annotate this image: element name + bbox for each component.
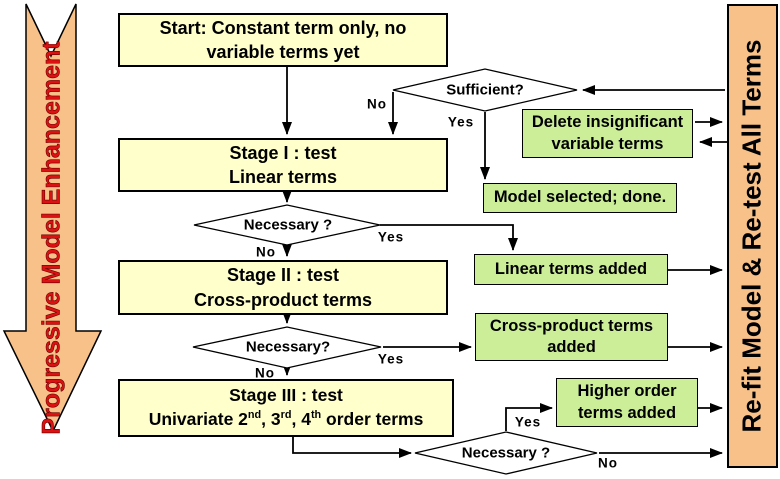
label-necessary2-no: No [255, 365, 275, 381]
edge-stage3-to-necessary3 [292, 436, 412, 458]
higher-added-box: Higher order terms added [556, 378, 698, 427]
higher-added-line1: Higher order [577, 382, 677, 401]
linear-added-line1: Linear terms added [494, 259, 648, 278]
label-necessary3-no: No [598, 455, 618, 471]
start-box-line2: variable terms yet [206, 42, 360, 62]
label-necessary1-no: No [256, 244, 276, 260]
progress-arrow-label: Progressive Model Enhancement [37, 41, 66, 435]
diamond-necessary2 [192, 326, 382, 369]
label-sufficient-yes: Yes [447, 114, 475, 130]
label-necessary3-yes: Yes [514, 414, 542, 430]
refit-banner-label: Re-fit Model & Re-test All Terms [736, 39, 767, 433]
diamond-sufficient [392, 68, 578, 112]
stage1-line1: Stage I : test [229, 142, 337, 163]
diamond-necessary2-label: Necessary? [245, 338, 331, 356]
stage2-line1: Stage II : test [226, 265, 340, 286]
done-line1: Model selected; done. [493, 188, 667, 207]
crossprod-added-line1: Cross-product terms [489, 316, 654, 335]
delete-terms-line1: Delete insignificant [531, 113, 684, 132]
delete-terms-line2: variable terms [551, 134, 664, 153]
stage2-line2: Cross-product terms [193, 289, 373, 310]
edge-necessary1-yes-to-linear [380, 224, 518, 251]
label-sufficient-no: No [367, 96, 387, 112]
stage3-line1: Stage III : test [229, 385, 343, 406]
diamond-necessary1-label: Necessary ? [243, 216, 333, 234]
delete-terms-box: Delete insignificant variable terms [522, 109, 693, 158]
label-necessary2-yes: Yes [377, 351, 405, 367]
diamond-necessary3 [414, 431, 598, 475]
crossprod-added-line2: added [547, 338, 596, 356]
diamond-necessary3-label: Necessary ? [461, 444, 551, 462]
start-box: Start: Constant term only, no variable t… [118, 13, 448, 67]
crossprod-added-box: Cross-product terms added [475, 313, 668, 361]
label-necessary1-yes: Yes [377, 229, 405, 245]
refit-banner [727, 4, 778, 468]
higher-added-line2: terms added [577, 403, 677, 422]
edge-necessary3-yes-to-higher [505, 403, 553, 431]
diamond-necessary1 [193, 204, 381, 246]
stage2-box: Stage II : test Cross-product terms [118, 260, 448, 315]
done-box: Model selected; done. [483, 183, 677, 213]
diamond-sufficient-label: Sufficient? [446, 81, 524, 99]
stage3-box: Stage III : test Univariate 2nd, 3rd, 4t… [118, 379, 454, 437]
start-box-line1: Start: Constant term only, no [159, 17, 407, 38]
stage1-line2: Linear terms [228, 167, 338, 187]
progress-arrow-shape [2, 3, 103, 433]
stage3-line2: Univariate 2nd, 3rd, 4th order terms [148, 409, 424, 429]
linear-added-box: Linear terms added [474, 254, 668, 285]
stage1-box: Stage I : test Linear terms [118, 138, 448, 192]
